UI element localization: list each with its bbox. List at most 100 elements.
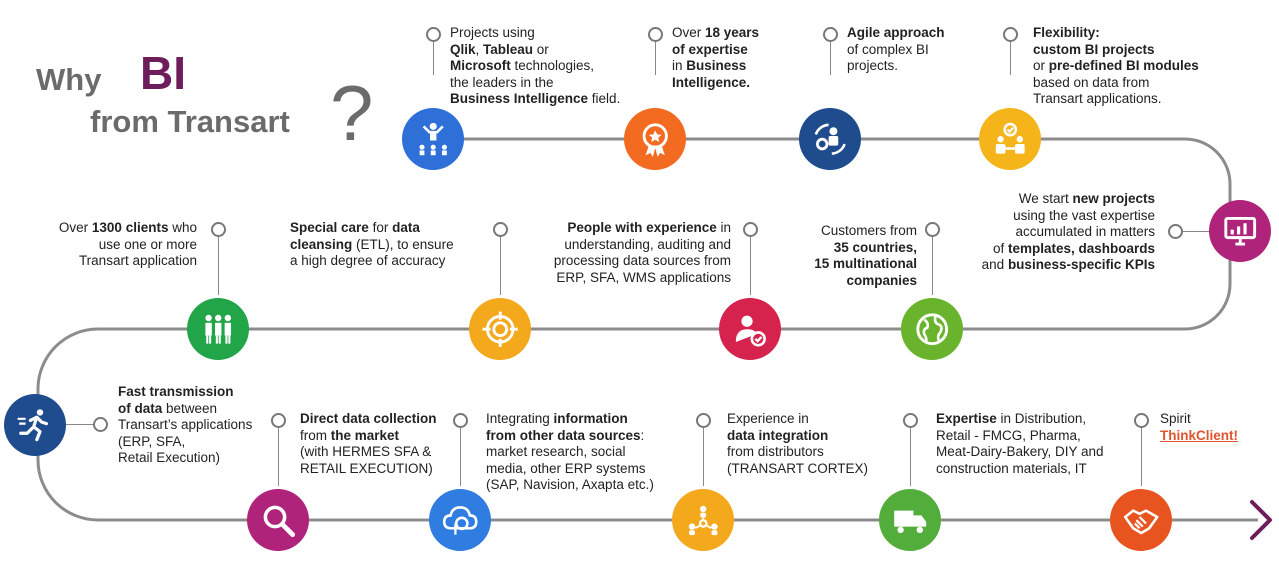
milestone-text-line: (TRANSART CORTEX): [727, 460, 869, 476]
milestone-text-line: data integration: [727, 427, 829, 443]
dashboard-monitor-icon: [1209, 200, 1271, 262]
clients-group-icon: [187, 298, 249, 360]
milestone-pin: [1168, 224, 1183, 239]
milestone-text-line: Projects using: [450, 25, 535, 40]
milestone-text-line: and business-specific KPIs: [981, 257, 1155, 272]
milestone-text-line: or pre-defined BI modules: [1033, 58, 1199, 73]
milestone-text-line: Spirit: [1160, 411, 1191, 426]
milestone-text-line: media, other ERP systems: [486, 460, 646, 476]
milestone-text-line: People with experience in: [567, 220, 731, 235]
milestone-text-line: based on data from: [1033, 74, 1150, 90]
milestone-text-line: Transart applications.: [1033, 91, 1162, 106]
connector-line: [830, 40, 831, 75]
milestone-text-line: use one or more: [98, 236, 197, 252]
agile-cycle-icon: [799, 108, 861, 170]
milestone-text-line: RETAIL EXECUTION): [300, 460, 433, 476]
connector-line: [750, 235, 751, 295]
milestone-text-line: Experience in: [727, 411, 809, 426]
milestone-text-line: ThinkClient!: [1160, 427, 1238, 443]
milestone-pin: [648, 27, 663, 42]
connector-line: [35, 424, 100, 425]
milestone-text-line: Over 18 years: [672, 25, 760, 40]
milestone-pin: [743, 222, 758, 237]
milestone-text-line: the leaders in the: [450, 74, 554, 90]
milestone-text-line: Intelligence.: [672, 74, 751, 90]
connector-line: [1175, 231, 1240, 232]
milestone-text-line: Flexibility:: [1033, 25, 1100, 40]
milestone-text-line: (with HERMES SFA &: [300, 444, 432, 459]
presenter-icon: [402, 108, 464, 170]
milestone-text-line: Special care for data: [290, 220, 420, 235]
milestone-text-line: in Business: [672, 58, 747, 73]
magnifier-icon: [247, 489, 309, 551]
milestone-pin: [93, 417, 108, 432]
milestone-text-line: of complex BI: [847, 41, 929, 57]
milestone-text-line: Integrating information: [486, 411, 628, 426]
milestone-text-line: of expertise: [672, 41, 748, 57]
milestone-text-line: of data between: [118, 400, 218, 416]
milestone-text-line: from distributors: [727, 444, 824, 459]
milestone-pin: [211, 222, 226, 237]
milestone-text-line: cleansing (ETL), to ensure: [290, 236, 454, 252]
milestone-pin: [453, 413, 468, 428]
milestone-text-line: Over 1300 clients who: [58, 220, 197, 235]
milestone-pin: [823, 27, 838, 42]
milestone-text-line: Customers from: [820, 223, 917, 238]
milestone-pin: [696, 413, 711, 428]
running-man-icon: [4, 394, 66, 456]
milestone-text-line: market research, social: [486, 444, 626, 459]
milestone-text-line: from the market: [300, 427, 400, 443]
handshake-icon: [1110, 489, 1172, 551]
milestone-text-line: Retail Execution): [118, 450, 221, 465]
milestone-text-line: We start new projects: [1018, 191, 1155, 206]
milestone-text-line: from other data sources:: [486, 427, 645, 443]
title-question-mark: ?: [330, 69, 374, 157]
title-bi: BI: [140, 47, 186, 99]
connector-line: [1010, 40, 1011, 75]
milestone-text-line: a high degree of accuracy: [290, 253, 446, 268]
connector-line: [500, 235, 501, 295]
milestone-text-line: Retail - FMCG, Pharma,: [936, 427, 1081, 443]
end-arrow-icon: [1250, 500, 1272, 540]
connector-line: [703, 426, 704, 486]
truck-icon: [879, 489, 941, 551]
connector-line: [433, 40, 434, 75]
milestone-text-line: Microsoft technologies,: [450, 58, 595, 73]
milestone-text-line: 15 multinational: [814, 256, 917, 271]
milestone-text-line: companies: [846, 272, 917, 288]
milestone-text-line: Business Intelligence field.: [450, 91, 621, 106]
milestone-text-line: Direct data collection: [300, 411, 437, 426]
milestone-text-line: ERP, SFA, WMS applications: [556, 269, 731, 285]
connector-line: [932, 235, 933, 295]
title-why: Why: [36, 62, 102, 97]
connector-line: [910, 426, 911, 486]
network-users-icon: [672, 489, 734, 551]
milestone-text-line: Fast transmission: [118, 384, 234, 399]
milestone-text-line: projects.: [847, 58, 899, 73]
connector-line: [278, 426, 279, 486]
milestone-text-line: Qlik, Tableau or: [450, 41, 549, 57]
milestone-text-line: understanding, auditing and: [564, 236, 731, 252]
target-icon: [469, 298, 531, 360]
milestone-pin: [271, 413, 286, 428]
connector-line: [218, 235, 219, 295]
milestone-text-line: (SAP, Navision, Axapta etc.): [486, 477, 654, 492]
milestone-text-line: (ERP, SFA,: [118, 433, 186, 449]
milestone-text-line: of templates, dashboards: [992, 240, 1155, 256]
title-from-transart: from Transart: [90, 104, 290, 139]
